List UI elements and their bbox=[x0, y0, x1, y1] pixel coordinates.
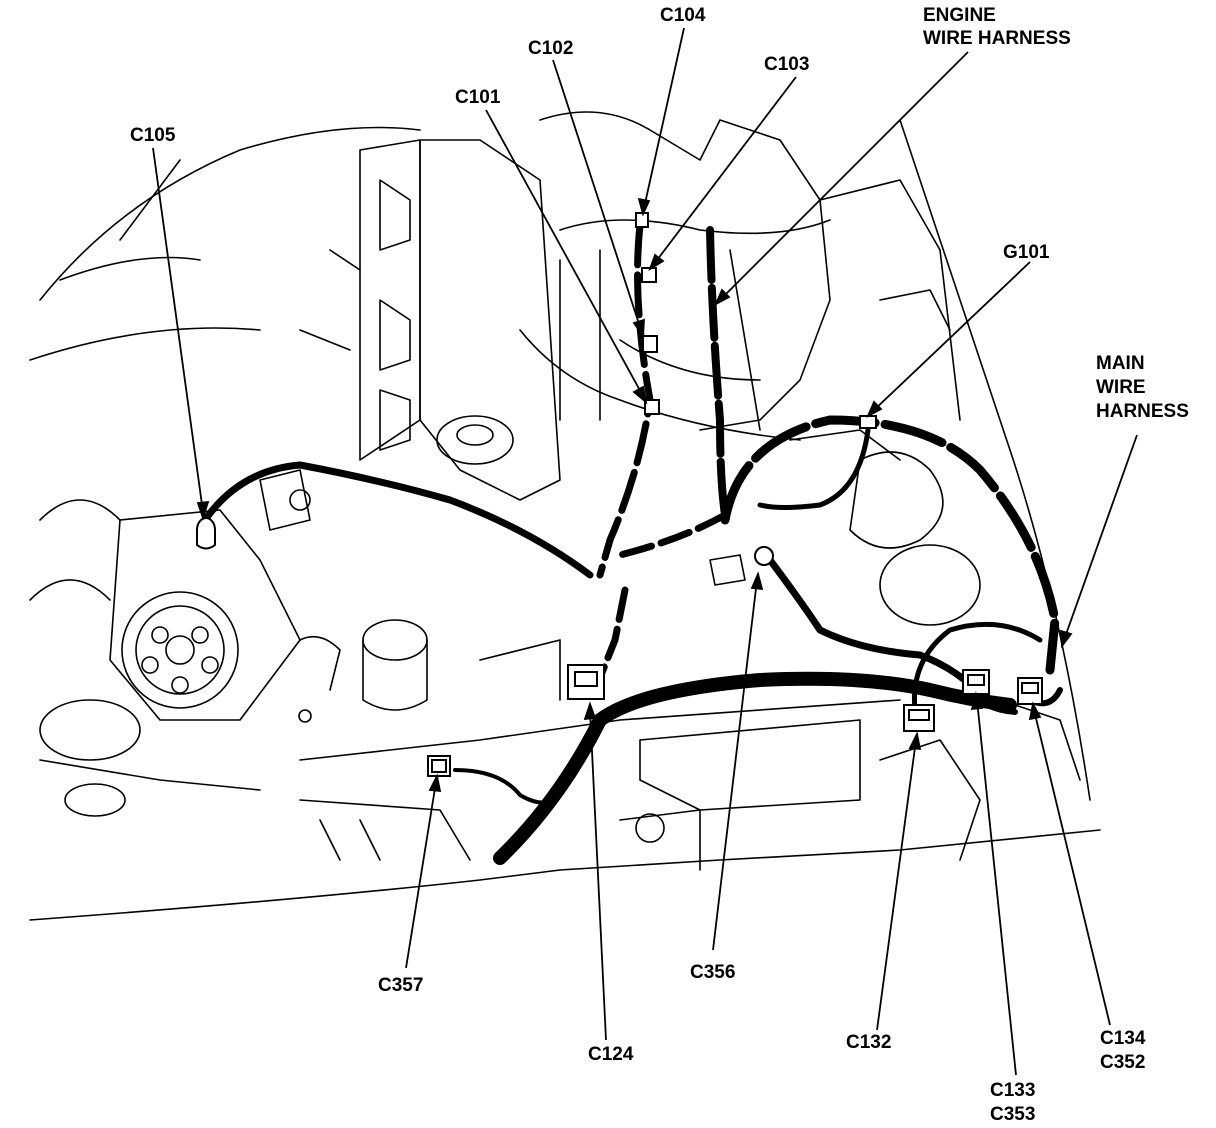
wire-harness-lines bbox=[201, 221, 1063, 865]
connector-c104 bbox=[635, 212, 649, 228]
label-main-harness-line3: HARNESS bbox=[1096, 401, 1189, 422]
label-main-harness-line2: WIRE bbox=[1096, 377, 1146, 398]
connector-c133 bbox=[962, 669, 990, 695]
connector-c357 bbox=[427, 755, 451, 777]
label-g101: G101 bbox=[1003, 242, 1050, 263]
engine-outline-drawing bbox=[29, 111, 1101, 921]
label-c357: C357 bbox=[378, 975, 424, 996]
label-c133-line1: C133 bbox=[990, 1080, 1036, 1101]
connector-c134 bbox=[1017, 677, 1043, 705]
leader-lines bbox=[152, 27, 1138, 1076]
connector-c124 bbox=[567, 664, 605, 700]
label-c133-line2: C353 bbox=[990, 1104, 1036, 1125]
connectors bbox=[196, 212, 1043, 777]
connector-c105 bbox=[196, 517, 216, 550]
label-c356: C356 bbox=[690, 962, 736, 983]
label-engine-harness-line1: ENGINE bbox=[923, 5, 996, 26]
connector-c101 bbox=[644, 399, 660, 415]
label-c132: C132 bbox=[846, 1032, 892, 1053]
label-c124: C124 bbox=[588, 1044, 634, 1065]
label-engine-harness-line2: WIRE HARNESS bbox=[923, 28, 1071, 49]
label-c134-line2: C352 bbox=[1100, 1052, 1146, 1073]
label-c101: C101 bbox=[455, 87, 501, 108]
label-c103: C103 bbox=[764, 54, 810, 75]
label-c102: C102 bbox=[528, 38, 574, 59]
connector-c356 bbox=[754, 546, 774, 566]
label-c105: C105 bbox=[130, 125, 176, 146]
connector-c102 bbox=[642, 335, 658, 353]
connector-c103 bbox=[641, 267, 657, 283]
connector-g101 bbox=[859, 415, 877, 429]
label-c104: C104 bbox=[660, 5, 706, 26]
label-c134-line1: C134 bbox=[1100, 1028, 1146, 1049]
connector-c132 bbox=[903, 704, 935, 732]
label-main-harness-line1: MAIN bbox=[1096, 353, 1145, 374]
